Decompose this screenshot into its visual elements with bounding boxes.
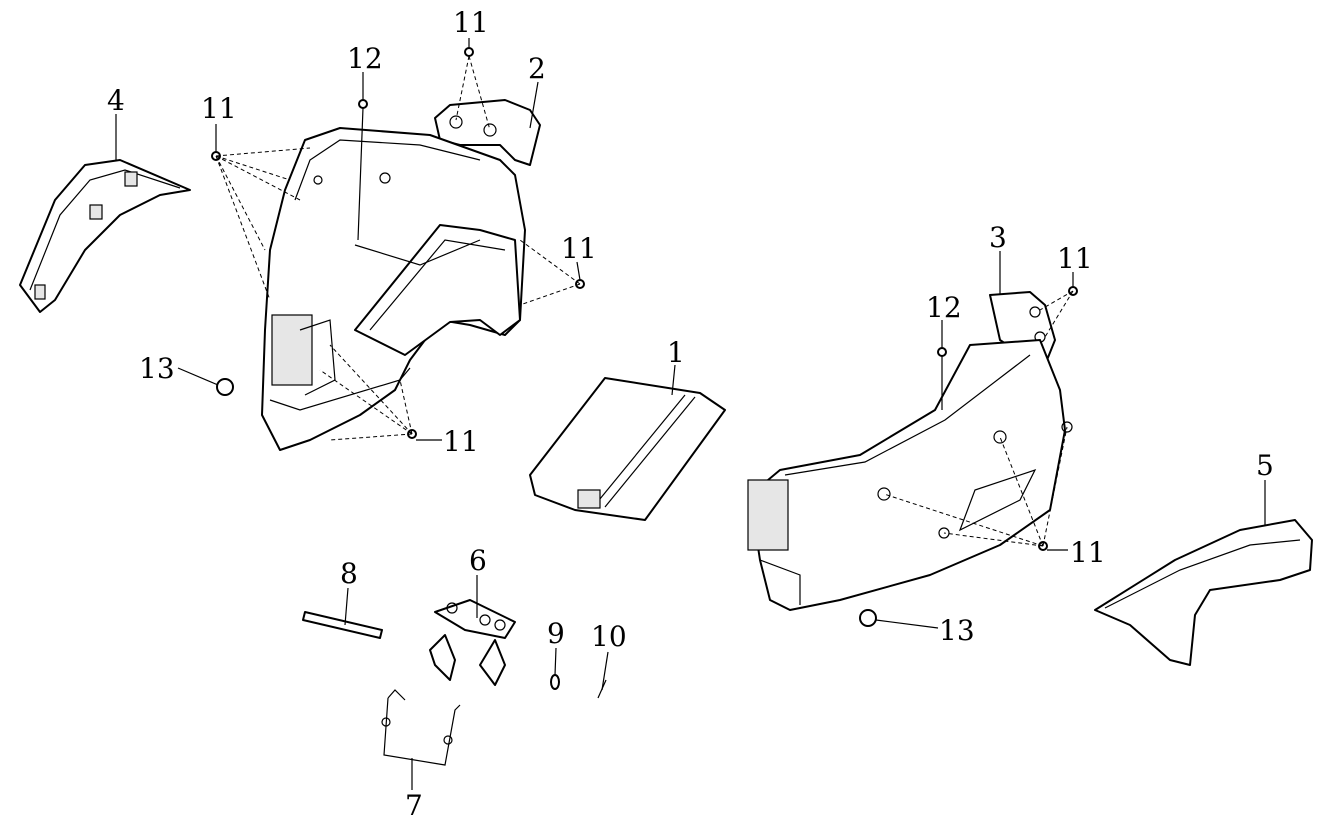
callout-13: 13 (139, 352, 175, 385)
part-4-left-trim-cover (19, 159, 191, 313)
part-6-hinge (429, 599, 516, 686)
callout-11: 11 (443, 425, 479, 458)
callout-8: 8 (340, 557, 358, 590)
callout-12: 12 (347, 42, 383, 75)
assembly-dashed-lines (215, 55, 1074, 547)
part-7-spring (381, 689, 461, 766)
part-1-lid (529, 377, 726, 521)
callout-11: 11 (1057, 242, 1093, 275)
callout-2: 2 (528, 52, 546, 85)
callout-4: 4 (107, 84, 125, 117)
callout-13: 13 (939, 614, 975, 647)
part-5-right-trim-cover (1094, 519, 1313, 666)
part-9-clip (550, 674, 560, 690)
callout-11: 11 (453, 6, 489, 39)
callout-6: 6 (469, 544, 487, 577)
callout-12: 12 (926, 291, 962, 324)
callout-7: 7 (405, 789, 423, 822)
left-inner-panel (261, 127, 526, 451)
right-inner-panel (747, 339, 1073, 611)
callout-9: 9 (547, 617, 565, 650)
callout-5: 5 (1256, 449, 1274, 482)
callout-1: 1 (667, 336, 685, 369)
part-8-pin (302, 611, 383, 639)
callout-11: 11 (1070, 536, 1106, 569)
callout-labels: 11 2 12 4 11 11 3 11 12 1 13 11 5 11 8 6… (107, 6, 1274, 822)
callout-11: 11 (201, 92, 237, 125)
leader-lines (115, 38, 1266, 790)
callout-11: 11 (561, 232, 597, 265)
callout-10: 10 (591, 620, 627, 653)
callout-3: 3 (989, 221, 1007, 254)
